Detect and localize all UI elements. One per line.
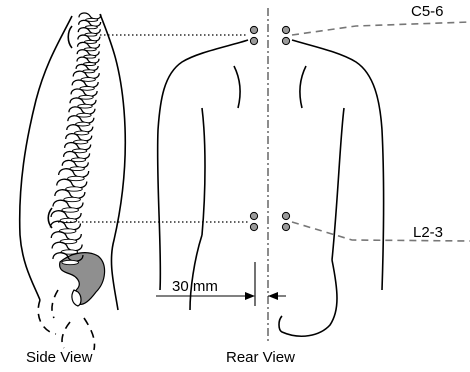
- electrodes-upper: [250, 26, 289, 44]
- rear-left-shoulder-outline: [158, 40, 248, 290]
- electrode: [250, 212, 257, 219]
- intervertebral-disc: [62, 208, 79, 212]
- spacing-label: 30 mm: [172, 279, 218, 294]
- electrode: [282, 223, 289, 230]
- side-view-figure: [20, 13, 126, 350]
- electrode: [250, 223, 257, 230]
- electrode: [250, 37, 257, 44]
- electrode: [282, 26, 289, 33]
- upper-level-label: C5-6: [411, 4, 444, 19]
- rear-view-caption: Rear View: [226, 350, 295, 365]
- rear-right-hip-outline: [279, 260, 337, 336]
- intervertebral-disc: [66, 187, 83, 191]
- intervertebral-disc: [64, 197, 81, 201]
- lower-level-leader: [292, 222, 470, 241]
- electrode: [282, 212, 289, 219]
- vertebral-column: [50, 13, 101, 265]
- intervertebral-disc: [68, 176, 85, 180]
- intervertebral-disc: [62, 260, 79, 264]
- dimension-arrow-right: [268, 292, 278, 300]
- side-view-caption: Side View: [26, 350, 92, 365]
- electrode: [250, 26, 257, 33]
- side-neck-mark: [68, 26, 72, 48]
- right-scapula-mark: [300, 66, 306, 108]
- electrode: [282, 37, 289, 44]
- side-back-outline: [20, 16, 72, 300]
- left-scapula-mark: [234, 66, 240, 108]
- electrodes-lower: [250, 212, 289, 230]
- rear-left-hip-outline: [190, 235, 202, 310]
- lower-level-label: L2-3: [413, 225, 443, 240]
- dimension-arrow-left: [245, 292, 255, 300]
- rear-left-inner-arm: [202, 108, 205, 235]
- rear-right-shoulder-outline: [292, 40, 384, 290]
- upper-level-leader: [292, 22, 470, 35]
